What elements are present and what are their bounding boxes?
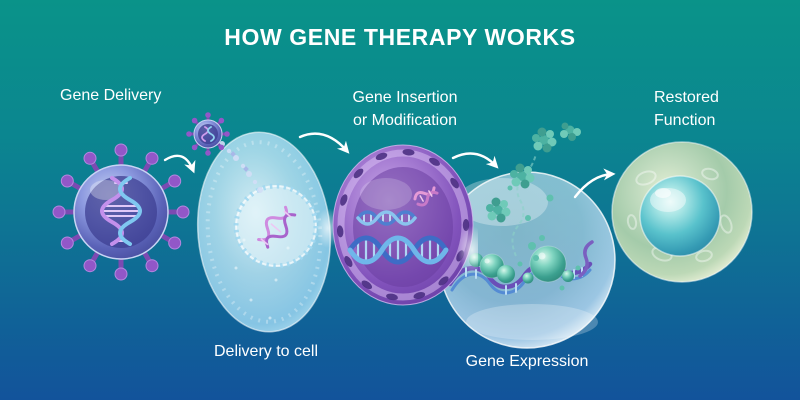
small-virus-icon bbox=[186, 112, 230, 156]
protein-cluster bbox=[486, 122, 581, 223]
nucleus-illustration bbox=[332, 144, 478, 306]
stage-label-gene-delivery: Gene Delivery bbox=[60, 87, 162, 104]
inserted-gene-fragment bbox=[413, 186, 439, 207]
cell-nucleus bbox=[233, 183, 319, 269]
dna-icon bbox=[347, 210, 449, 265]
stage-label-gene-expression: Gene Expression bbox=[465, 353, 589, 370]
envelope-glow bbox=[458, 226, 478, 274]
virus-illustration bbox=[52, 143, 190, 281]
page-title: HOW GENE THERAPY WORKS bbox=[224, 24, 576, 50]
teal-droplets bbox=[507, 185, 581, 291]
capsid-highlight bbox=[90, 180, 122, 200]
gene-expression-cell-illustration bbox=[438, 122, 616, 349]
nucleus-gloss-small bbox=[655, 188, 671, 198]
stage-label-gene-insertion: Gene Insertion or Modification bbox=[352, 89, 458, 130]
cell-inner-shade bbox=[466, 304, 598, 340]
cell-nucleus bbox=[639, 175, 721, 257]
stage-label-delivery-to-cell: Delivery to cell bbox=[213, 343, 319, 360]
virus-spikes bbox=[52, 143, 190, 281]
restored-cell-illustration bbox=[611, 141, 753, 283]
dna-icon bbox=[100, 176, 142, 246]
delivery-cell-illustration bbox=[186, 112, 340, 333]
nucleus-highlight bbox=[360, 178, 412, 210]
dna-icon bbox=[257, 205, 297, 249]
stage-label-restored-function: Restored Function bbox=[654, 89, 719, 130]
